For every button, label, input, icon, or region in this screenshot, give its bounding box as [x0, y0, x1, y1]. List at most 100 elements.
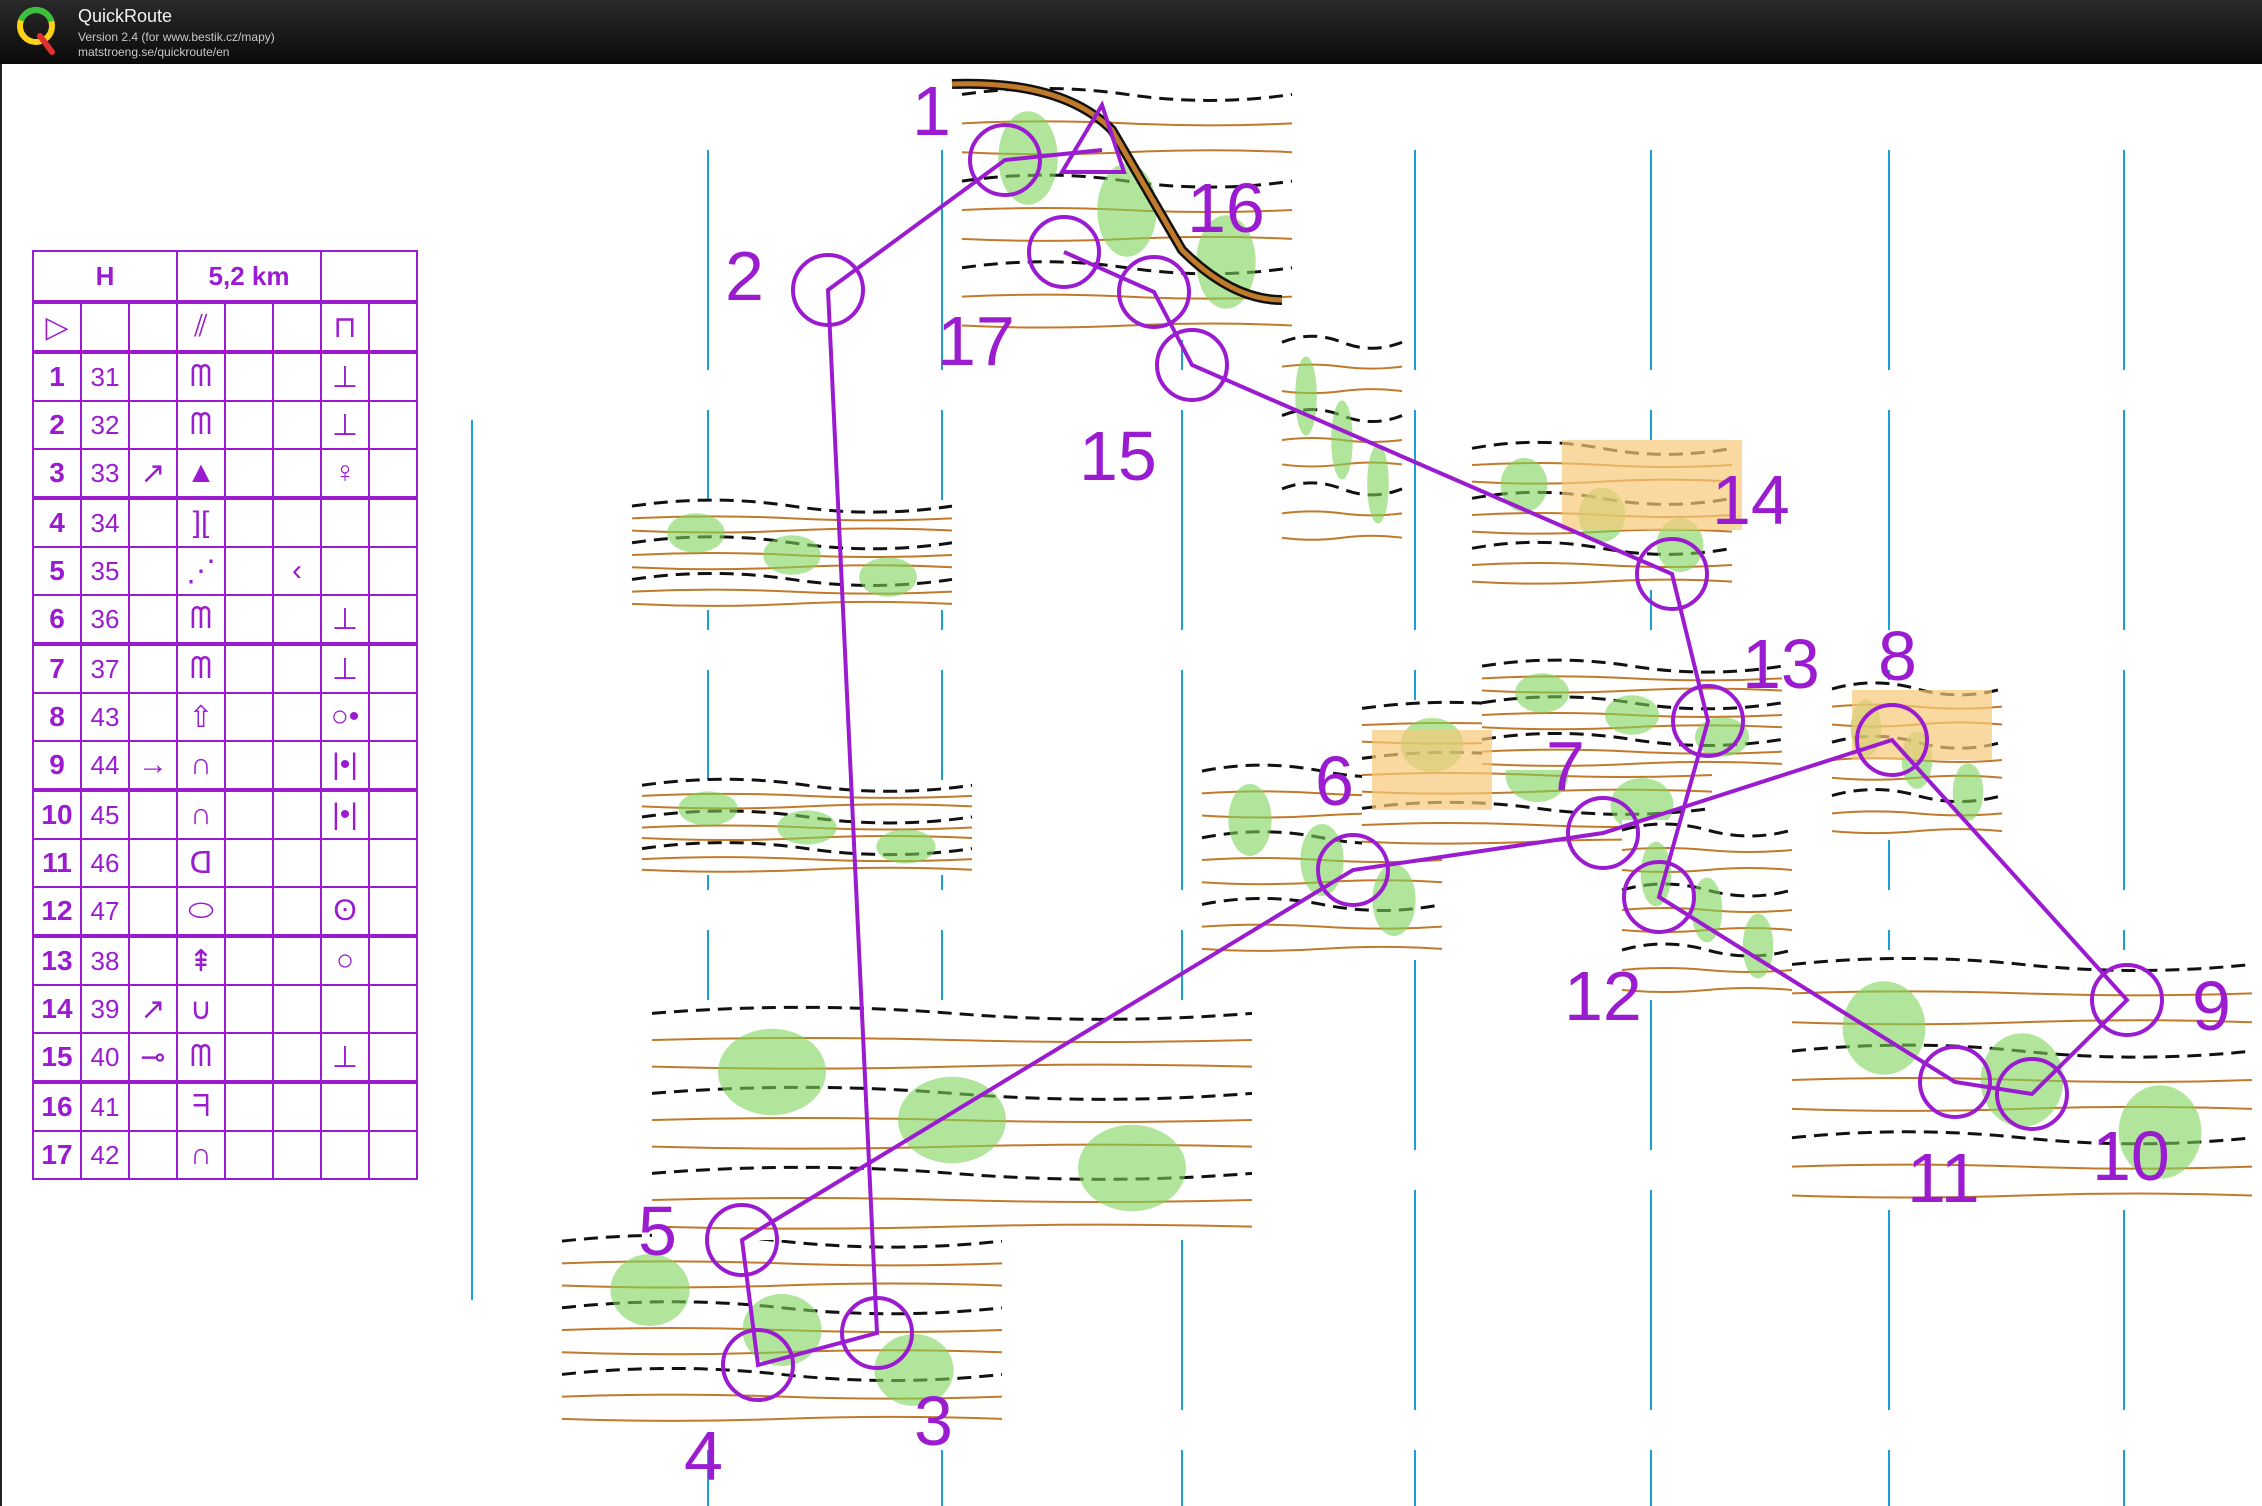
feature-icon: ᗡ [176, 838, 226, 888]
detail-icon [320, 984, 370, 1034]
feature-icon: ▲ [176, 448, 226, 500]
feature-icon: ][ [176, 497, 226, 548]
direction-icon [128, 935, 178, 986]
control-code: 47 [80, 886, 130, 938]
location-icon [272, 935, 322, 986]
control-label: 7 [1546, 727, 1585, 805]
description-header: H 5,2 km [32, 250, 418, 304]
control-label: 3 [914, 1382, 953, 1460]
detail-icon: ⊥ [320, 1032, 370, 1084]
feature-icon: ∩ [176, 1130, 226, 1180]
detail-icon [320, 838, 370, 888]
control-code: 32 [80, 400, 130, 450]
control-circle [1995, 1057, 2069, 1131]
direction-icon [128, 351, 178, 402]
control-number: 1 [32, 351, 82, 402]
blank-cell [224, 838, 274, 888]
start-row: ▷ ⫽ ⊓ [32, 301, 418, 354]
direction-icon: → [128, 740, 178, 792]
feature-icon: ∪ [176, 984, 226, 1034]
map-fragments [561, 78, 2253, 1430]
location-icon [272, 594, 322, 646]
blank-cell [368, 546, 418, 596]
map-fragment [561, 1230, 1003, 1430]
control-number: 4 [32, 497, 82, 548]
map-fragment [1621, 820, 1793, 1000]
direction-icon [128, 789, 178, 840]
blank-cell [368, 643, 418, 694]
detail-icon: ♀ [320, 448, 370, 500]
blank-cell [224, 886, 274, 938]
location-icon [272, 692, 322, 742]
control-label: 10 [2092, 1117, 2170, 1195]
blank-cell [224, 935, 274, 986]
blank-cell [368, 594, 418, 646]
course-legs [739, 148, 2130, 1368]
control-circle [721, 1328, 795, 1402]
direction-icon: ↗ [128, 448, 178, 500]
control-number: 6 [32, 594, 82, 646]
control-number: 11 [32, 838, 82, 888]
direction-icon [128, 497, 178, 548]
location-icon: ‹ [272, 546, 322, 596]
location-icon [272, 886, 322, 938]
control-label: 16 [1187, 169, 1265, 247]
control-circle [1027, 215, 1101, 289]
control-label: 12 [1564, 957, 1642, 1035]
feature-icon: ∩ [176, 789, 226, 840]
control-circle [1622, 860, 1696, 934]
map-fragment [961, 80, 1293, 340]
control-label: 14 [1712, 461, 1790, 539]
location-icon [272, 643, 322, 694]
control-circle [1855, 703, 1929, 777]
direction-icon [128, 886, 178, 938]
detail-icon [320, 497, 370, 548]
location-icon [272, 448, 322, 500]
control-circle [2090, 963, 2164, 1037]
blank-cell [224, 546, 274, 596]
feature-icon: ᗰ [176, 400, 226, 450]
blank-cell [224, 740, 274, 792]
control-code: 35 [80, 546, 130, 596]
control-label: 8 [1878, 617, 1917, 695]
feature-icon: ᗰ [176, 643, 226, 694]
control-code: 40 [80, 1032, 130, 1084]
feature-icon: ᖷ [176, 1081, 226, 1132]
control-code: 36 [80, 594, 130, 646]
control-number: 15 [32, 1032, 82, 1084]
feature-icon: ⬭ [176, 886, 226, 938]
control-number: 10 [32, 789, 82, 840]
control-number: 2 [32, 400, 82, 450]
location-icon [272, 838, 322, 888]
control-label: 2 [725, 237, 764, 315]
blank-cell [368, 1081, 418, 1132]
start-triangle-icon [1058, 100, 1127, 174]
direction-icon [128, 546, 178, 596]
map-fragment [641, 777, 973, 875]
control-circle [1155, 328, 1229, 402]
control-circle [1635, 537, 1709, 611]
direction-icon [128, 1081, 178, 1132]
detail-icon [320, 1081, 370, 1132]
control-circle [1316, 833, 1390, 907]
detail-icon [320, 1130, 370, 1180]
blank-cell [224, 448, 274, 500]
control-circle [705, 1203, 779, 1277]
detail-icon: ⊥ [320, 643, 370, 694]
control-number: 13 [32, 935, 82, 986]
detail-icon: ʘ [320, 886, 370, 938]
control-number: 7 [32, 643, 82, 694]
blank-cell [368, 838, 418, 888]
blank-cell [224, 1130, 274, 1180]
control-number: 16 [32, 1081, 82, 1132]
